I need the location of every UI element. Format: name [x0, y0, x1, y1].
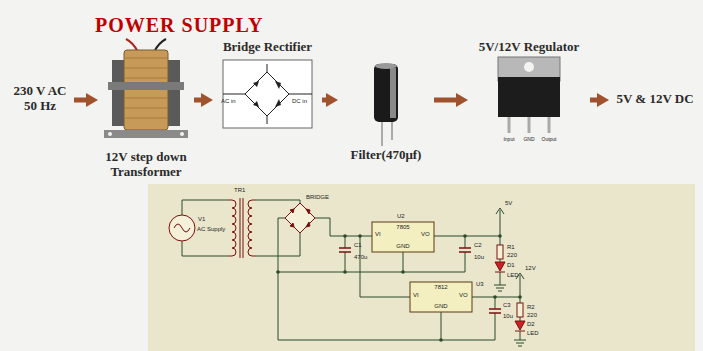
block-node: Filter(470μf)	[340, 60, 432, 163]
block-node: Bridge Rectifier	[215, 40, 320, 133]
part-label: 10u	[503, 313, 513, 319]
frame	[108, 82, 184, 90]
coil-stripe	[125, 108, 167, 109]
coil-stripe	[125, 78, 167, 79]
regulator-leg	[548, 117, 551, 133]
part-label: C3	[503, 302, 511, 308]
mounting-foot	[104, 130, 188, 138]
flow-arrow	[322, 98, 326, 103]
ac-source-symbol	[169, 215, 195, 241]
block-label: 5V & 12V DC	[616, 92, 693, 107]
part-label: GND	[396, 243, 409, 249]
bridge-wires	[223, 64, 312, 124]
part-label: U2	[397, 213, 405, 219]
part-label: D2	[527, 321, 535, 327]
regulator-leg	[528, 117, 531, 133]
part-label: 7812	[434, 284, 447, 290]
component-illustration	[100, 38, 192, 150]
flow-arrow	[74, 98, 86, 103]
part-label: 12V	[525, 265, 536, 271]
part-label: Input	[503, 137, 514, 142]
capacitor-symbols	[339, 248, 501, 313]
component-picture	[215, 55, 320, 133]
title: POWER SUPPLY	[95, 14, 264, 37]
part-label: 220	[527, 312, 537, 318]
tab-hole	[524, 62, 534, 72]
lead	[381, 122, 383, 146]
part-label: BRIDGE	[306, 194, 329, 200]
resistor-symbols	[497, 245, 523, 317]
part-label: TR1	[234, 187, 245, 193]
block-node: 5V/12V Regulator	[470, 40, 588, 147]
block-label: Filter(470μf)	[351, 148, 422, 163]
part-label: 7805	[396, 224, 409, 230]
ground-symbols	[494, 285, 526, 346]
component-picture	[340, 60, 432, 148]
transformer-symbol	[228, 198, 256, 258]
block-label: 5V/12V Regulator	[479, 40, 580, 55]
regulator-symbols	[372, 222, 472, 312]
coil-stripe	[125, 68, 167, 69]
part-label: VI	[413, 292, 419, 298]
capacitor-top	[375, 63, 397, 69]
part-label: VO	[421, 231, 430, 237]
part-label: C2	[474, 242, 482, 248]
part-label: 470u	[354, 254, 367, 260]
part-label: LED	[527, 330, 539, 336]
part-label: R1	[507, 244, 515, 250]
part-label: 10u	[474, 254, 484, 260]
block-label: 230 V AC 50 Hz	[8, 84, 72, 114]
component-picture	[470, 55, 588, 147]
part-label: C1	[354, 242, 362, 248]
terminal-symbols	[496, 208, 524, 279]
wires	[182, 200, 520, 340]
part-label: 5V	[505, 200, 512, 206]
led-symbols	[495, 262, 525, 331]
block-node: 230 V AC 50 Hz	[8, 84, 72, 114]
part-label: GND	[523, 137, 534, 142]
schematic-panel	[148, 184, 695, 351]
flow-arrow	[590, 98, 597, 103]
component-illustration	[470, 55, 588, 147]
mount-hole	[108, 132, 112, 136]
part-label: VI	[375, 231, 381, 237]
block-node: 12V step down Transformer	[100, 38, 192, 180]
part-label: Output	[541, 137, 556, 142]
part-label: 220	[507, 252, 517, 258]
coil-stripe	[125, 118, 167, 119]
regulator-body	[498, 77, 560, 117]
part-label: DC in	[292, 98, 307, 104]
coil-stripe	[125, 58, 167, 59]
part-label: VO	[459, 292, 468, 298]
part-label: U3	[476, 281, 484, 287]
part-label: D1	[507, 262, 515, 268]
part-label: GND	[434, 303, 447, 309]
diode-marks	[253, 81, 281, 107]
coil-stripe	[125, 98, 167, 99]
component-illustration	[340, 60, 432, 148]
regulator-leg	[508, 117, 511, 133]
part-label: LED	[507, 272, 519, 278]
bridge-symbol	[285, 203, 315, 233]
part-label: AC in	[221, 98, 236, 104]
part-label: AC Supply	[197, 226, 225, 232]
block-label: Bridge Rectifier	[223, 40, 312, 55]
block-label: 12V step down Transformer	[100, 150, 192, 180]
bridge-diamond	[245, 72, 289, 116]
block-node: 5V & 12V DC	[611, 92, 699, 107]
flow-arrow	[434, 98, 456, 103]
polarity-stripe	[390, 68, 396, 118]
bridge-box	[223, 60, 312, 128]
component-picture	[100, 38, 192, 150]
component-illustration	[215, 55, 320, 133]
part-label: V1	[198, 216, 205, 222]
part-label: R2	[527, 304, 535, 310]
capacitor-body	[374, 64, 398, 122]
lead	[391, 122, 393, 140]
mount-hole	[180, 132, 184, 136]
flow-arrow	[194, 98, 201, 103]
